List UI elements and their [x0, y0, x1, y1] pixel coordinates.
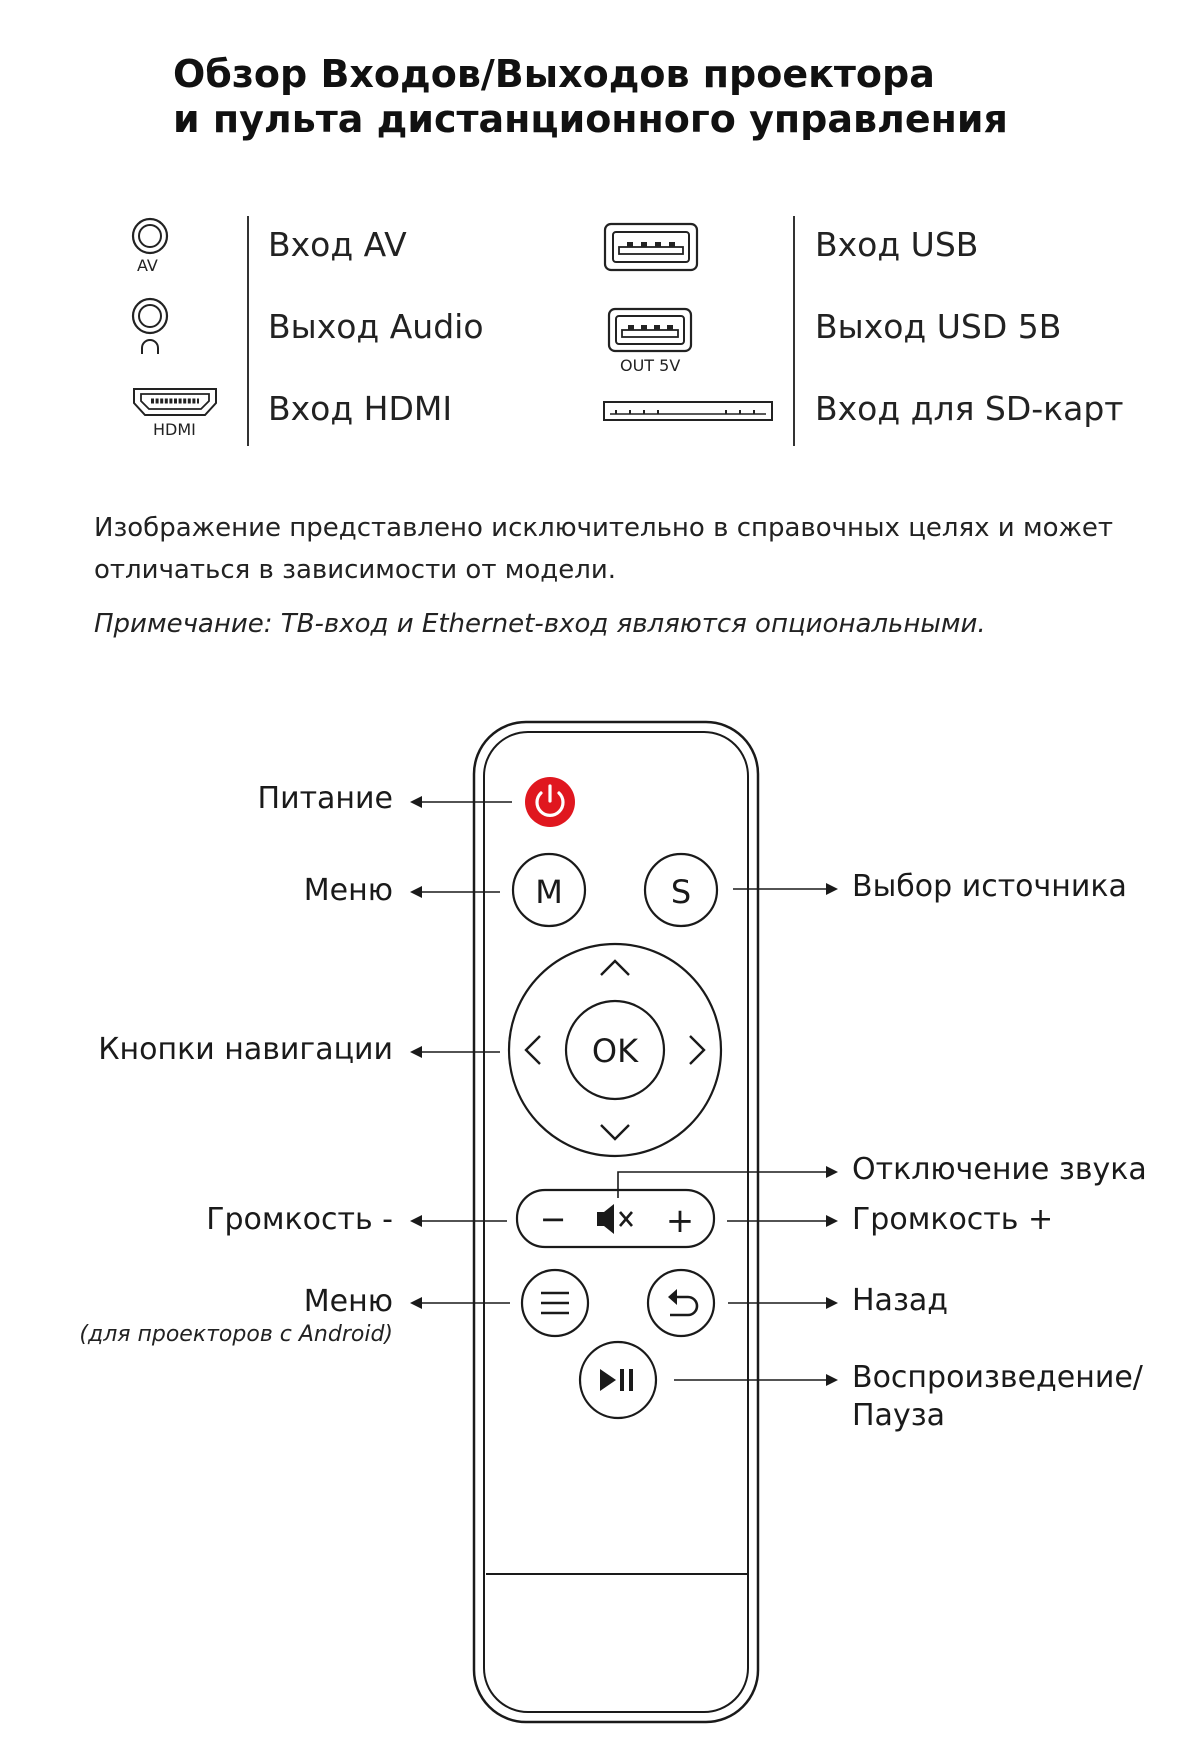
label-play-pause-line1: Воспроизведение/: [852, 1360, 1143, 1395]
ports-divider-right: [793, 216, 795, 446]
back-arrow-icon: [668, 1289, 699, 1317]
label-volume-up: Громкость +: [852, 1202, 1054, 1237]
page-title: Обзор Входов/Выходов проектора и пульта …: [173, 52, 1008, 142]
label-volume-down: Громкость -: [206, 1202, 393, 1237]
usb-5v-port-icon: [607, 307, 693, 353]
label-mute: Отключение звука: [852, 1152, 1147, 1187]
source-button[interactable]: S: [643, 852, 719, 928]
volume-bar: − +: [515, 1188, 716, 1249]
description-text: Изображение представлено исключительно в…: [94, 513, 1114, 585]
chevron-up-icon: [600, 959, 630, 976]
note-text: Примечание: ТВ-вход и Ethernet-вход явля…: [94, 609, 986, 639]
ports-divider-left: [247, 216, 249, 446]
nav-right-button[interactable]: [689, 1035, 706, 1065]
headphone-jack-icon: [131, 297, 169, 354]
chevron-left-icon: [524, 1035, 541, 1065]
chevron-down-icon: [600, 1124, 630, 1141]
volume-down-button[interactable]: −: [540, 1200, 567, 1238]
port-label-av: Вход AV: [268, 225, 407, 264]
label-back: Назад: [852, 1283, 949, 1318]
power-icon: [535, 784, 565, 817]
hdmi-port-icon: [133, 388, 217, 416]
play-pause-button[interactable]: [578, 1340, 658, 1420]
power-button[interactable]: [525, 777, 575, 827]
chevron-right-icon: [689, 1035, 706, 1065]
ok-button-label: OK: [592, 1032, 639, 1070]
sd-slot-icon: [603, 401, 773, 421]
label-play-pause-line2: Пауза: [852, 1398, 946, 1433]
title-line-2: и пульта дистанционного управления: [173, 97, 1008, 141]
volume-down-label: −: [540, 1200, 567, 1238]
label-menu-android-note: (для проекторов с Android): [79, 1322, 393, 1347]
menu-button[interactable]: M: [511, 852, 587, 928]
rca-jack-icon: [131, 217, 169, 255]
label-power: Питание: [257, 781, 393, 816]
usb-port-icon: [603, 222, 699, 272]
navigation-pad: OK: [507, 942, 723, 1158]
port-label-usb-5v: Выход USD 5В: [815, 307, 1062, 346]
android-menu-button[interactable]: [520, 1268, 590, 1338]
port-label-hdmi: Вход HDMI: [268, 389, 453, 428]
back-button[interactable]: [646, 1268, 716, 1338]
source-button-label: S: [671, 873, 691, 911]
label-navigation: Кнопки навигации: [98, 1032, 393, 1067]
usb-5v-caption: OUT 5V: [620, 356, 681, 375]
av-caption: AV: [137, 256, 158, 275]
menu-button-label: M: [535, 873, 563, 911]
mute-icon: [597, 1204, 633, 1234]
port-label-audio: Выход Audio: [268, 307, 484, 346]
label-menu-android: Меню: [303, 1284, 393, 1319]
hamburger-icon: [541, 1291, 569, 1315]
hdmi-caption: HDMI: [153, 420, 196, 439]
nav-up-button[interactable]: [600, 959, 630, 976]
label-source: Выбор источника: [852, 869, 1127, 904]
nav-down-button[interactable]: [600, 1124, 630, 1141]
remote-diagram: M S OK −: [410, 720, 838, 1724]
mute-button[interactable]: [597, 1204, 633, 1234]
label-menu: Меню: [303, 873, 393, 908]
port-label-sd: Вход для SD-карт: [815, 389, 1124, 428]
play-pause-icon: [600, 1369, 633, 1391]
ok-button[interactable]: OK: [564, 999, 666, 1101]
volume-up-label: +: [666, 1201, 695, 1241]
port-label-usb: Вход USB: [815, 225, 979, 264]
title-line-1: Обзор Входов/Выходов проектора: [173, 52, 935, 96]
volume-up-button[interactable]: +: [666, 1201, 695, 1241]
nav-left-button[interactable]: [524, 1035, 541, 1065]
callout-lines: [410, 796, 838, 1386]
